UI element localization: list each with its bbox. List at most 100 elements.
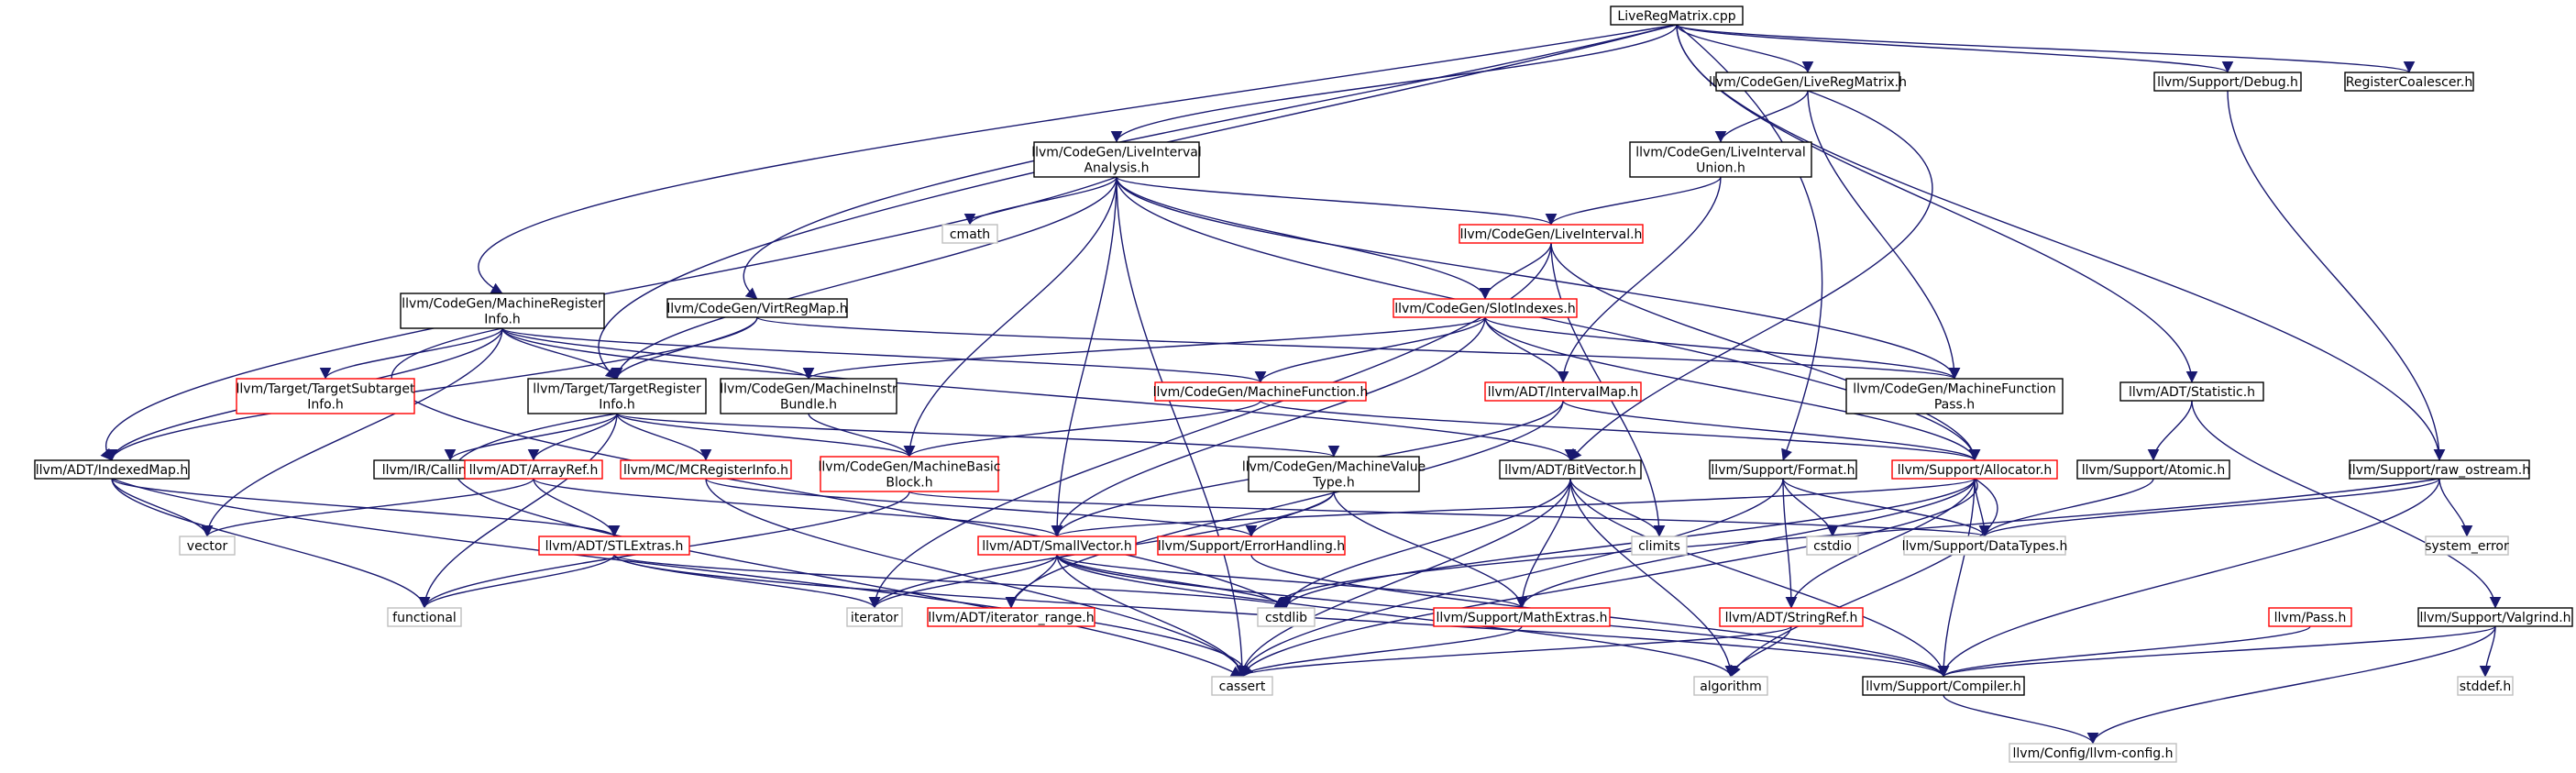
node-box xyxy=(1393,298,1578,318)
edge-valgrind-to-compiler xyxy=(1938,625,2496,678)
node-label: system_error xyxy=(2425,539,2509,554)
node-atomic[interactable]: llvm/Support/Atomic.h xyxy=(2076,459,2230,480)
node-stringref[interactable]: llvm/ADT/StringRef.h xyxy=(1719,607,1864,627)
node-errh[interactable]: llvm/Support/ErrorHandling.h xyxy=(1157,536,1346,556)
node-valgrind[interactable]: llvm/Support/Valgrind.h xyxy=(2417,607,2573,627)
node-box xyxy=(2009,743,2177,763)
edge-lrm_h-to-liu xyxy=(1714,90,1809,143)
edge-valgrind-to-stddef xyxy=(2479,625,2496,678)
edge-alloc-to-algorithm xyxy=(1730,478,1998,678)
node-box xyxy=(846,607,903,627)
node-label: llvm/CodeGen/MachineBasic xyxy=(819,460,1001,475)
node-label: cstdlib xyxy=(1265,611,1307,625)
node-compiler[interactable]: llvm/Support/Compiler.h xyxy=(1862,676,2025,696)
node-cmath: cmath xyxy=(941,224,998,244)
node-climits: climits xyxy=(1631,536,1688,556)
edge-root-to-lia xyxy=(1110,24,1678,143)
edge-root-to-debug xyxy=(1676,24,2233,73)
node-root[interactable]: LiveRegMatrix.cpp xyxy=(1610,6,1744,26)
node-stlextras[interactable]: llvm/ADT/STLExtras.h xyxy=(538,536,690,556)
edge-idxmap-to-vector xyxy=(111,478,214,537)
node-label: vector xyxy=(187,539,228,554)
node-box xyxy=(927,607,1095,627)
node-debug[interactable]: llvm/Support/Debug.h xyxy=(2153,72,2302,92)
node-li[interactable]: llvm/CodeGen/LiveInterval.h xyxy=(1459,224,1644,244)
node-pass[interactable]: llvm/Pass.h xyxy=(2268,607,2352,627)
node-box xyxy=(1845,378,2064,414)
node-vector: vector xyxy=(179,536,236,556)
node-box xyxy=(1211,676,1273,696)
node-box xyxy=(387,607,462,627)
node-label: cmath xyxy=(950,227,990,242)
edge-lia-to-cmath xyxy=(963,176,1117,226)
node-alloc[interactable]: llvm/Support/Allocator.h xyxy=(1891,459,2058,480)
edge-lia-to-tri xyxy=(611,176,1117,380)
node-label: iterator xyxy=(851,611,898,625)
node-slot[interactable]: llvm/CodeGen/SlotIndexes.h xyxy=(1393,298,1578,318)
node-label: llvm/ADT/IntervalMap.h xyxy=(1488,385,1639,400)
node-lrm_h[interactable]: llvm/CodeGen/LiveRegMatrix.h xyxy=(1709,72,1907,92)
node-label: climits xyxy=(1638,539,1680,554)
node-itrange[interactable]: llvm/ADT/iterator_range.h xyxy=(927,607,1095,627)
edge-valgrind-to-llvmconfig xyxy=(2086,625,2496,745)
edge-root-to-lrm_h xyxy=(1676,24,1814,73)
node-box xyxy=(2417,607,2573,627)
node-box xyxy=(977,536,1137,556)
node-label: llvm/Support/MathExtras.h xyxy=(1436,611,1607,625)
node-label: llvm/ADT/ArrayRef.h xyxy=(469,463,599,478)
edge-vrm-to-mfp xyxy=(756,316,1960,380)
node-box xyxy=(527,378,707,414)
node-arrayref[interactable]: llvm/ADT/ArrayRef.h xyxy=(464,459,603,480)
node-label: LiveRegMatrix.cpp xyxy=(1617,9,1735,24)
node-label: llvm/Support/Atomic.h xyxy=(2082,463,2225,478)
node-box xyxy=(1033,141,1200,178)
edge-lia-to-cassert xyxy=(1116,176,1249,678)
node-datatypes: llvm/Support/DataTypes.h xyxy=(1902,536,2067,556)
node-label: llvm/CodeGen/LiveInterval xyxy=(1635,146,1806,160)
node-label: llvm/CodeGen/MachineInstr xyxy=(720,382,897,397)
node-box xyxy=(820,456,999,492)
node-mathext[interactable]: llvm/Support/MathExtras.h xyxy=(1433,607,1611,627)
node-box xyxy=(666,298,848,318)
node-box xyxy=(2119,381,2264,402)
node-stat[interactable]: llvm/ADT/Statistic.h xyxy=(2119,381,2264,402)
edge-lia-to-alloc xyxy=(1116,176,1981,461)
edge-slot-to-mf xyxy=(1254,316,1486,383)
node-label: Type.h xyxy=(1312,476,1354,491)
node-llvmconfig: llvm/Config/llvm-config.h xyxy=(2009,743,2177,763)
node-smallvec[interactable]: llvm/ADT/SmallVector.h xyxy=(977,536,1137,556)
node-label: llvm/Pass.h xyxy=(2274,611,2347,625)
node-imap[interactable]: llvm/ADT/IntervalMap.h xyxy=(1484,381,1642,402)
node-layer: LiveRegMatrix.cpp llvm/CodeGen/LiveRegMat… xyxy=(34,6,2573,763)
node-bitvec[interactable]: llvm/ADT/BitVector.h xyxy=(1499,459,1642,480)
node-format[interactable]: llvm/Support/Format.h xyxy=(1709,459,1857,480)
node-mcri[interactable]: llvm/MC/MCRegisterInfo.h xyxy=(620,459,792,480)
node-idxmap[interactable]: llvm/ADT/IndexedMap.h xyxy=(34,459,190,480)
node-label: Info.h xyxy=(599,398,635,413)
node-mf[interactable]: llvm/CodeGen/MachineFunction.h xyxy=(1153,381,1369,402)
edge-mbb-to-datatypes xyxy=(908,491,1990,537)
node-label: llvm/ADT/Statistic.h xyxy=(2129,385,2255,400)
edge-liu-to-li xyxy=(1545,176,1722,226)
edge-layer xyxy=(100,24,2502,745)
node-vrm[interactable]: llvm/CodeGen/VirtRegMap.h xyxy=(666,298,848,318)
node-regcoal[interactable]: RegisterCoalescer.h xyxy=(2344,72,2474,92)
node-raw[interactable]: llvm/Support/raw_ostream.h xyxy=(2349,459,2530,480)
node-box xyxy=(538,536,690,556)
edge-pass-to-compiler xyxy=(1937,625,2311,678)
edge-li-to-slot xyxy=(1479,242,1552,300)
node-box xyxy=(1157,536,1346,556)
edge-arrayref-to-smallvec xyxy=(533,478,1062,537)
edge-vrm-to-idxmap xyxy=(105,316,758,461)
edge-mcri-to-errh xyxy=(705,478,1257,537)
node-box xyxy=(179,536,236,556)
